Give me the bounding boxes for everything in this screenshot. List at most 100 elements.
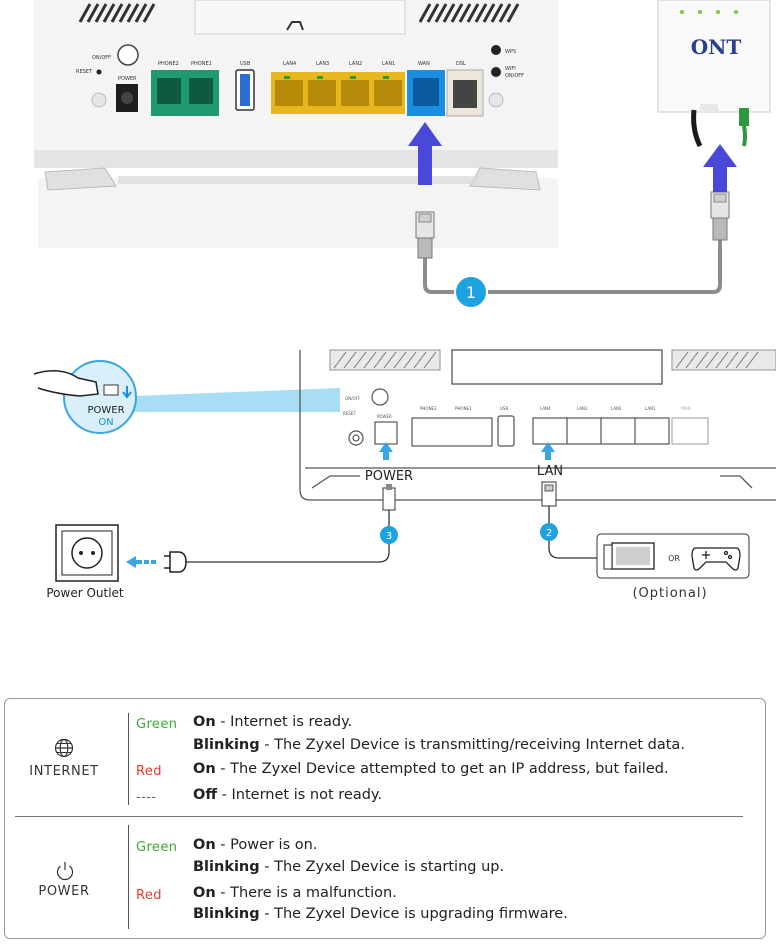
mini-label-phone2: PHONE2 — [420, 406, 437, 411]
onoff-button — [117, 44, 139, 66]
mini-screw — [348, 430, 364, 446]
step-3-number: 3 — [386, 531, 392, 542]
power-row-green-on: On - Power is on. — [193, 837, 317, 853]
mini-usb-port — [497, 415, 515, 447]
rj45-plug-ont-end — [710, 191, 730, 241]
callout-power-label: POWER — [87, 405, 124, 416]
screw-left — [91, 92, 107, 108]
port-label-lan3: LAN3 — [316, 61, 329, 67]
mini-label-wan: WAN — [681, 406, 690, 411]
mini-label-reset: RESET — [343, 411, 356, 416]
internet-row-off: Off - Internet is not ready. — [193, 787, 382, 803]
wifi-button — [491, 67, 501, 77]
arrow-up-power-icon — [379, 442, 393, 460]
power-row-red-blinking-key: Blinking — [193, 906, 260, 922]
router-vents — [78, 3, 520, 23]
ont-label: ONT — [691, 35, 742, 59]
port-label-usb: USB — [240, 61, 251, 67]
lan-label: LAN — [537, 464, 563, 479]
router-wan-connection-diagram: ON/OFF RESET POWER PHONE2 PHONE1 USB LAN… — [34, 0, 771, 309]
power-lan-connection-diagram: POWER ON ON/OFF RESET POWER PHON — [33, 349, 776, 601]
power-row-green-blinking: Blinking - The Zyxel Device is starting … — [193, 859, 504, 875]
computer-icon — [603, 542, 655, 570]
optional-label: (Optional) — [632, 586, 707, 601]
internet-row-red-on-key: On — [193, 761, 216, 777]
mini-wan-port — [671, 417, 709, 445]
mini-label-lan3: LAN3 — [577, 406, 588, 411]
led-status-table: INTERNET Green On - Internet is ready. B… — [4, 698, 766, 939]
internet-led-name: INTERNET — [29, 764, 99, 779]
ont-cable-black — [691, 109, 703, 148]
arrow-left-outlet-icon — [126, 556, 156, 568]
mini-label-phone1: PHONE1 — [455, 406, 472, 411]
power-switch-icon — [103, 384, 119, 396]
ont-fiber-connector — [739, 108, 749, 126]
power-divider — [128, 825, 129, 929]
arrow-up-lan-icon — [541, 442, 555, 460]
port-label-wps: WPS — [505, 49, 516, 55]
power-row-green-on-key: On — [193, 837, 216, 853]
lan-cable-plug — [541, 481, 557, 507]
power-icon — [56, 862, 74, 881]
callout-beam — [133, 388, 340, 412]
internet-row-green-blinking-key: Blinking — [193, 737, 260, 753]
internet-row-green-blinking-text: - The Zyxel Device is transmitting/recei… — [259, 737, 685, 753]
router-reflection — [38, 178, 558, 248]
lan-cable — [548, 506, 598, 559]
power-outlet-label: Power Outlet — [46, 586, 124, 600]
internet-row-off-key: Off — [193, 787, 218, 803]
mini-power-jack — [374, 421, 398, 445]
port-label-wan: WAN — [418, 61, 430, 67]
step-3-badge — [380, 526, 398, 544]
internet-row-red-on: On - The Zyxel Device attempted to get a… — [193, 761, 669, 777]
internet-row-red-on-text: - The Zyxel Device attempted to get an I… — [215, 761, 669, 777]
power-row-green-on-text: - Power is on. — [215, 837, 318, 853]
mini-phone-ports — [411, 417, 493, 447]
ac-plug-icon — [164, 551, 187, 573]
callout-on-label: ON — [98, 417, 113, 428]
mini-label-onoff: ON/OFF — [345, 396, 361, 401]
step-1-badge — [454, 275, 488, 309]
power-state-green: Green — [136, 840, 178, 855]
ethernet-cable — [423, 240, 722, 294]
mini-label-power: POWER — [377, 414, 392, 419]
lan-ports — [271, 72, 405, 114]
mini-label-lan4: LAN4 — [540, 406, 551, 411]
internet-row-green-blinking: Blinking - The Zyxel Device is transmitt… — [193, 737, 685, 753]
mini-label-lan2: LAN2 — [611, 406, 622, 411]
port-label-dsl: DSL — [456, 61, 466, 67]
mini-onoff-button — [371, 388, 389, 406]
power-row-red-on-key: On — [193, 885, 216, 901]
port-label-wifi: WIFI — [505, 66, 516, 72]
section-separator — [15, 816, 743, 817]
power-row-green-blinking-text: - The Zyxel Device is starting up. — [259, 859, 505, 875]
screw-right — [488, 92, 504, 108]
gamepad-icon — [691, 547, 741, 571]
rj45-plug-router-end — [415, 211, 435, 259]
port-label-onoff: ON/OFF — [92, 55, 111, 61]
step-2-number: 2 — [546, 528, 552, 539]
or-label: OR — [668, 554, 680, 563]
internet-state-green: Green — [136, 717, 178, 732]
power-state-red: Red — [136, 888, 162, 903]
router-foot-right — [469, 167, 541, 191]
arrow-down-icon — [122, 386, 132, 399]
port-label-reset: RESET — [76, 69, 93, 75]
power-row-red-blinking-text: - The Zyxel Device is upgrading firmware… — [259, 906, 568, 922]
hand-pressing-icon — [33, 370, 99, 397]
port-label-power: POWER — [118, 76, 137, 82]
globe-icon — [54, 738, 74, 758]
power-led-name: POWER — [38, 884, 90, 899]
power-row-green-blinking-key: Blinking — [193, 859, 260, 875]
internet-row-green-on-text: - Internet is ready. — [215, 714, 353, 730]
step-2-badge — [540, 523, 558, 541]
mini-label-lan1: LAN1 — [645, 406, 656, 411]
ont-device — [657, 0, 771, 113]
internet-row-green-on-key: On — [193, 714, 216, 730]
wps-button — [491, 45, 501, 55]
power-outlet-icon — [55, 524, 119, 582]
internet-state-off: ---- — [136, 790, 157, 805]
mini-label-usb: USB — [500, 406, 508, 411]
internet-state-red: Red — [136, 764, 162, 779]
port-label-phone2: PHONE2 — [158, 61, 179, 67]
